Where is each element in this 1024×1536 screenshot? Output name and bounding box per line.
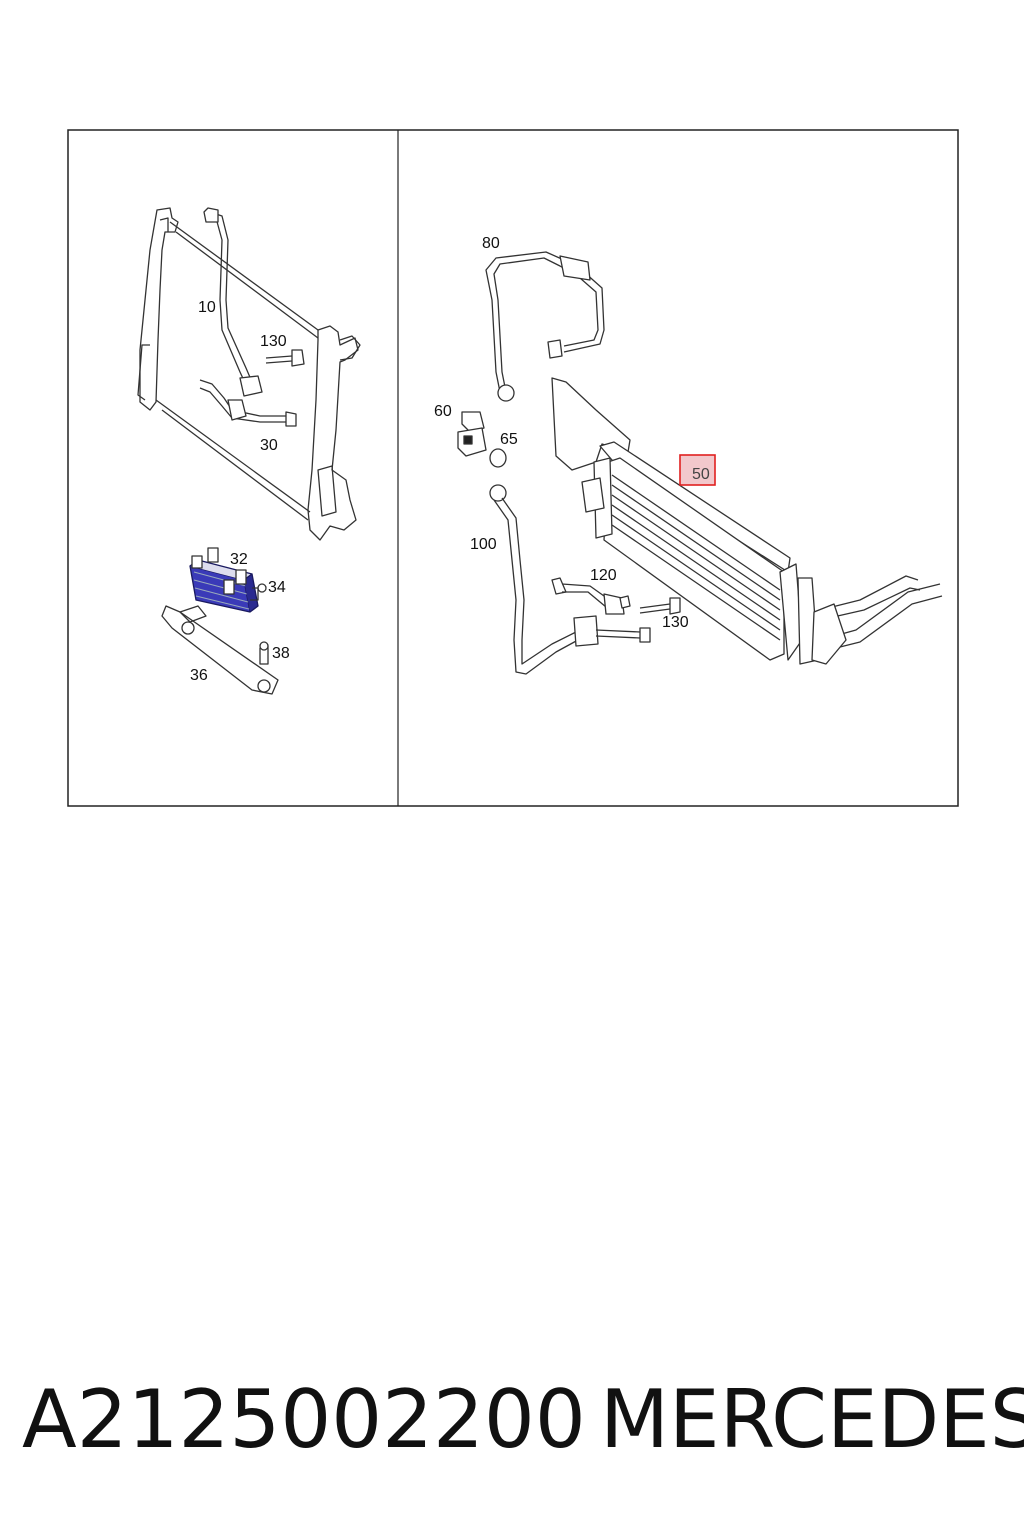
callout-130-right[interactable]: 130 xyxy=(662,614,689,631)
brand-name: MERCEDES xyxy=(600,1373,1024,1466)
callout-60[interactable]: 60 xyxy=(434,403,452,420)
callout-labels: 10 130 30 32 34 36 38 80 60 65 50 100 12… xyxy=(190,235,710,684)
callout-50[interactable]: 50 xyxy=(692,466,710,483)
left-panel xyxy=(137,207,361,695)
callout-34[interactable]: 34 xyxy=(268,579,286,596)
line-80-drawing xyxy=(485,251,605,402)
line-100-drawing xyxy=(489,484,651,675)
radiator-drawing xyxy=(137,207,361,541)
oil-cooler-drawing xyxy=(161,547,279,695)
callout-36[interactable]: 36 xyxy=(190,667,208,684)
clip-drawing xyxy=(457,411,507,468)
hose-drawing xyxy=(199,207,297,427)
callout-100[interactable]: 100 xyxy=(470,536,497,553)
diagram-border xyxy=(67,129,959,807)
part-number: A2125002200 xyxy=(22,1373,586,1466)
callout-32[interactable]: 32 xyxy=(230,551,248,568)
callout-10[interactable]: 10 xyxy=(198,299,216,316)
line-120-drawing xyxy=(551,577,681,615)
highlight-box xyxy=(679,454,716,486)
callout-38[interactable]: 38 xyxy=(272,645,290,662)
transmission-cooler-drawing xyxy=(551,377,943,665)
parts-diagram: 10 130 30 32 34 36 38 80 60 65 50 100 12… xyxy=(67,129,959,807)
callout-30[interactable]: 30 xyxy=(260,437,278,454)
right-panel xyxy=(457,251,943,675)
callout-80[interactable]: 80 xyxy=(482,235,500,252)
bolt-drawing xyxy=(265,349,305,367)
callout-65[interactable]: 65 xyxy=(500,431,518,448)
callout-130-left[interactable]: 130 xyxy=(260,333,287,350)
callout-120[interactable]: 120 xyxy=(590,567,617,584)
